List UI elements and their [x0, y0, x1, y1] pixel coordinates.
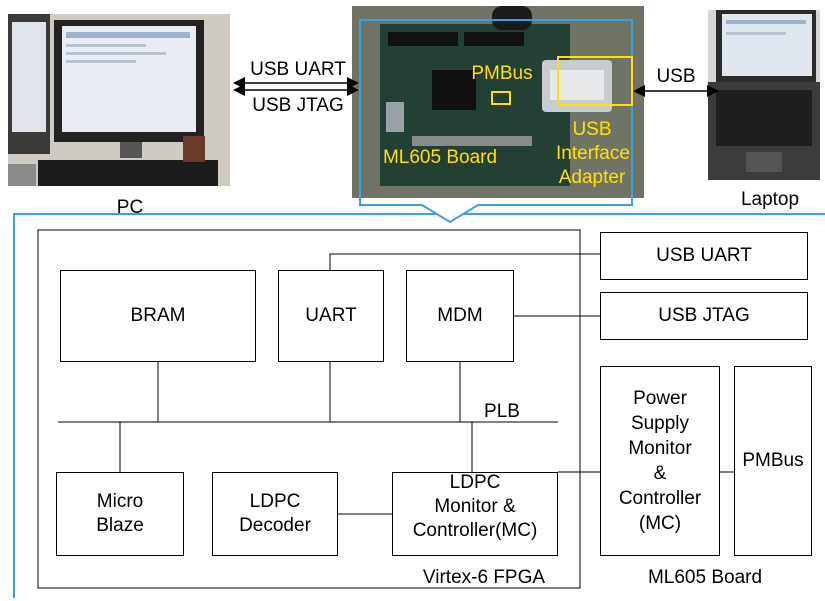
link-usb-uart-label: USB UART	[250, 59, 346, 80]
microblaze-block: Micro Blaze	[56, 472, 184, 556]
pmbus-block: PMBus	[734, 366, 812, 556]
pc-photo	[8, 14, 230, 186]
pc-caption: PC	[116, 197, 144, 218]
usb-uart-block: USB UART	[600, 232, 808, 280]
board-label: ML605 Board	[647, 567, 763, 588]
photo-board-name-label: ML605 Board	[382, 147, 498, 168]
usb-jtag-block: USB JTAG	[600, 292, 808, 340]
uart-block: UART	[278, 270, 384, 362]
mdm-block: MDM	[406, 270, 514, 362]
plb-label: PLB	[484, 401, 520, 422]
ml605-board-photo	[352, 6, 644, 198]
link-usb-jtag-label: USB JTAG	[252, 95, 344, 116]
board-callout-frame	[359, 19, 633, 224]
ldpc-decoder-block: LDPC Decoder	[212, 472, 338, 556]
diagram-outer-frame	[13, 213, 825, 598]
fpga-label: Virtex-6 FPGA	[422, 567, 546, 588]
photo-usb-adapter-label: USB Interface Adapter	[556, 119, 630, 188]
usb-adapter-highlight	[557, 56, 633, 106]
power-supply-mc-block: Power Supply Monitor & Controller (MC)	[600, 366, 720, 556]
link-usb-label: USB	[656, 66, 696, 87]
ldpc-mc-block: LDPC Monitor & Controller(MC)	[392, 472, 558, 556]
laptop-caption: Laptop	[740, 189, 800, 210]
bram-block: BRAM	[60, 270, 256, 362]
fpga-frame	[37, 229, 581, 589]
photo-pmbus-label: PMBus	[471, 63, 533, 84]
laptop-photo	[708, 10, 820, 180]
pmbus-highlight	[491, 91, 511, 105]
